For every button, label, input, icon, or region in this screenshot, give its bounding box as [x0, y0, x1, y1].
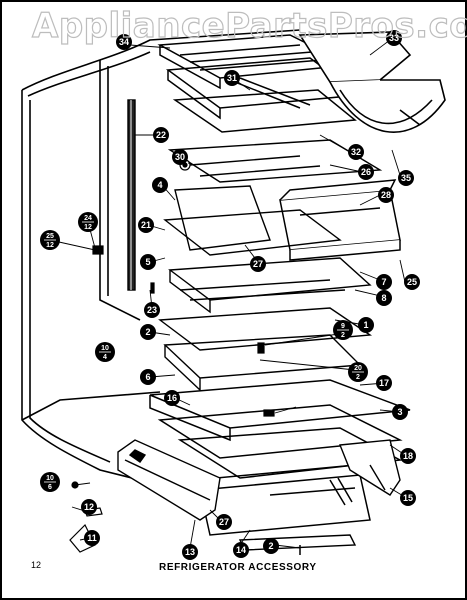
callout-18: 18 [400, 448, 416, 464]
trim-strip [127, 99, 136, 291]
callout-7: 7 [376, 274, 392, 290]
callout-2: 2 [263, 538, 279, 554]
callout-label: 26 [361, 167, 371, 177]
callout-label: 15 [403, 493, 413, 503]
fraction-callout-10-6: 106 [40, 472, 60, 492]
callout-label: 4 [157, 180, 162, 190]
fraction-callout-9-2: 92 [333, 320, 353, 340]
crisper-drawer [279, 179, 401, 261]
callout-15: 15 [400, 490, 416, 506]
callout-label: 21 [141, 220, 151, 230]
fraction-top: 25 [46, 233, 54, 240]
callout-5: 5 [140, 254, 156, 270]
right-slide-rail [339, 439, 401, 496]
callout-label: 32 [351, 147, 361, 157]
callout-label: 1 [363, 320, 368, 330]
callout-label: 27 [219, 517, 229, 527]
callout-label: 28 [381, 190, 391, 200]
callout-11: 11 [84, 530, 100, 546]
callout-label: 6 [145, 372, 150, 382]
fraction-bottom: 6 [48, 484, 52, 491]
callout-label: 34 [119, 37, 129, 47]
callout-14: 14 [233, 542, 249, 558]
callout-32: 32 [348, 144, 364, 160]
callout-3: 3 [392, 404, 408, 420]
callout-label: 27 [253, 259, 263, 269]
callout-label: 16 [167, 393, 177, 403]
cabinet-outline [21, 29, 301, 481]
fraction-bottom: 2 [341, 332, 345, 339]
fraction-bottom: 2 [356, 374, 360, 381]
callout-label: 5 [145, 257, 150, 267]
callout-label: 23 [147, 305, 157, 315]
callout-label: 2 [268, 541, 273, 551]
middle-shelf-frames [158, 139, 383, 392]
callout-35: 35 [398, 170, 414, 186]
fraction-top: 10 [101, 345, 109, 352]
callout-1: 1 [358, 317, 374, 333]
callout-label: 2 [145, 327, 150, 337]
callout-27: 27 [250, 256, 266, 272]
callout-label: 8 [381, 293, 386, 303]
callout-label: 25 [407, 277, 417, 287]
callout-label: 12 [84, 502, 94, 512]
callout-label: 30 [175, 152, 185, 162]
callout-25: 25 [404, 274, 420, 290]
callout-26: 26 [358, 164, 374, 180]
fraction-bottom: 12 [84, 224, 92, 231]
callout-30: 30 [172, 149, 188, 165]
callout-8: 8 [376, 290, 392, 306]
leader-lines [49, 39, 406, 549]
fraction-top: 10 [46, 475, 54, 482]
callout-label: 33 [389, 33, 399, 43]
fraction-top: 9 [341, 323, 345, 330]
callout-label: 13 [185, 547, 195, 557]
callout-23: 23 [144, 302, 160, 318]
fraction-callout-20-2: 202 [348, 362, 368, 382]
callout-label: 31 [227, 73, 237, 83]
callout-label: 17 [379, 378, 389, 388]
fraction-bottom: 4 [103, 354, 107, 361]
page-number: 12 [31, 560, 42, 570]
diagram-caption: REFRIGERATOR ACCESSORY [159, 562, 317, 573]
callout-2: 2 [140, 324, 156, 340]
callout-label: 11 [87, 533, 97, 543]
callout-6: 6 [140, 369, 156, 385]
callout-27: 27 [216, 514, 232, 530]
callout-34: 34 [116, 34, 132, 50]
callout-label: 35 [401, 173, 411, 183]
left-slide-rail [117, 439, 221, 521]
callout-16: 16 [164, 390, 180, 406]
callout-label: 7 [381, 277, 386, 287]
callout-22: 22 [153, 127, 169, 143]
fraction-top: 24 [84, 215, 92, 222]
callout-label: 22 [156, 130, 166, 140]
fraction-bottom: 12 [46, 242, 54, 249]
callout-33: 33 [386, 30, 402, 46]
lower-shelf-assembly [149, 379, 411, 536]
callout-label: 14 [236, 545, 246, 555]
callout-label: 18 [403, 451, 413, 461]
callout-4: 4 [152, 177, 168, 193]
callout-28: 28 [378, 187, 394, 203]
callout-13: 13 [182, 544, 198, 560]
callout-21: 21 [138, 217, 154, 233]
door-bin [298, 31, 446, 133]
fraction-callout-10-4: 104 [95, 342, 115, 362]
callout-17: 17 [376, 375, 392, 391]
fraction-top: 20 [354, 365, 362, 372]
callout-31: 31 [224, 70, 240, 86]
callout-12: 12 [81, 499, 97, 515]
callout-label: 3 [397, 407, 402, 417]
